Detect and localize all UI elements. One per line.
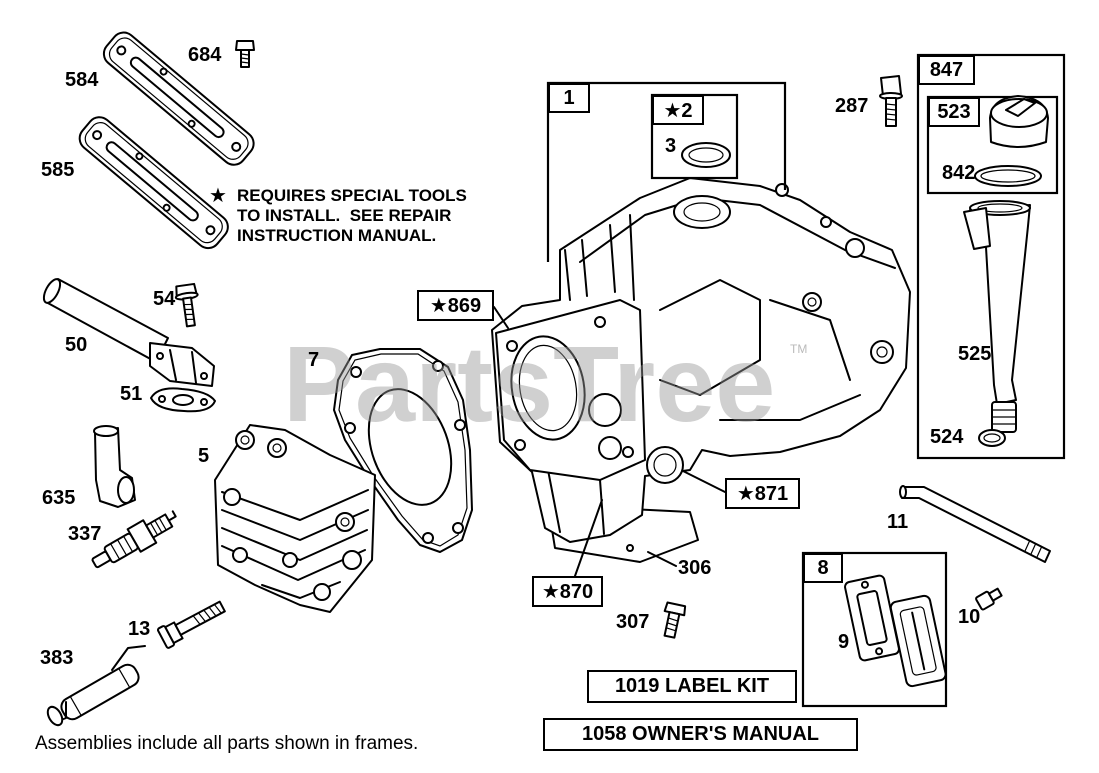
callout-871: ★871	[725, 478, 800, 509]
callout-13: 13	[128, 618, 151, 640]
dipstick-cap-523	[989, 95, 1049, 148]
callout-307: 307	[616, 611, 650, 633]
gasket-584	[102, 31, 255, 166]
o-ring-842	[974, 165, 1042, 187]
callout-306: 306	[678, 557, 712, 579]
frame-1	[546, 81, 787, 262]
seal-871	[646, 446, 684, 484]
oil-seal-3	[681, 142, 731, 168]
frame-847	[916, 53, 1066, 460]
callout-2: ★2	[652, 95, 704, 125]
star-icon: ★	[209, 183, 227, 207]
frame-8	[801, 551, 948, 708]
note-line-2: TO INSTALL. SEE REPAIR	[237, 206, 452, 225]
callout-635: 635	[42, 487, 76, 509]
callout-584: 584	[65, 69, 99, 91]
note-line-3: INSTRUCTION MANUAL.	[237, 226, 437, 245]
callout-3: 3	[665, 135, 677, 157]
breather-cover	[889, 594, 947, 688]
callout-10: 10	[958, 606, 981, 628]
gasket-51	[150, 387, 216, 413]
note-line-1: REQUIRES SPECIAL TOOLS	[237, 186, 467, 205]
callout-523: 523	[928, 97, 980, 127]
callout-869: ★869	[417, 290, 494, 321]
gasket-585	[78, 116, 229, 250]
boot-635	[93, 425, 136, 508]
dipstick-tube-525	[963, 200, 1031, 433]
callout-525: 525	[958, 343, 992, 365]
frame-523	[926, 95, 1059, 195]
watermark: PartsTree	[283, 323, 776, 444]
callout-9: 9	[838, 631, 850, 653]
callout-383: 383	[40, 647, 74, 669]
plug-10	[975, 587, 1003, 611]
tool-383	[46, 645, 146, 727]
footer-note: Assemblies include all parts shown in fr…	[35, 733, 419, 754]
callout-50: 50	[65, 334, 88, 356]
bolt-307	[663, 601, 687, 639]
callout-847: 847	[918, 55, 975, 85]
spark-plug-337	[91, 510, 177, 569]
screw-684	[235, 40, 255, 68]
callout-1: 1	[548, 83, 590, 113]
callout-842: 842	[942, 162, 976, 184]
callout-7: 7	[308, 349, 320, 371]
callout-11: 11	[887, 511, 909, 533]
callout-8: 8	[803, 553, 843, 583]
rod-11	[899, 485, 1051, 563]
callout-684: 684	[188, 44, 222, 66]
label-kit-box: 1019 LABEL KIT	[587, 670, 797, 703]
gasket-869	[495, 299, 646, 481]
callout-51: 51	[120, 383, 143, 405]
callout-870: ★870	[532, 576, 603, 607]
callout-524: 524	[930, 426, 964, 448]
screw-54	[174, 282, 199, 328]
leader-lines	[493, 306, 726, 577]
callout-54: 54	[153, 288, 176, 310]
owners-manual-box: 1058 OWNER'S MANUAL	[543, 718, 858, 751]
watermark-tm: TM	[790, 342, 808, 356]
callout-337: 337	[68, 523, 102, 545]
head-gasket-7	[333, 348, 473, 553]
callout-585: 585	[41, 159, 75, 181]
callout-5: 5	[198, 445, 210, 467]
bolt-287	[879, 75, 903, 127]
tube-50	[42, 278, 215, 387]
callout-287: 287	[835, 95, 869, 117]
bolt-13	[156, 600, 226, 649]
cylinder-head-5	[214, 424, 376, 613]
gasket-9	[844, 574, 900, 662]
o-ring-524	[978, 429, 1006, 447]
